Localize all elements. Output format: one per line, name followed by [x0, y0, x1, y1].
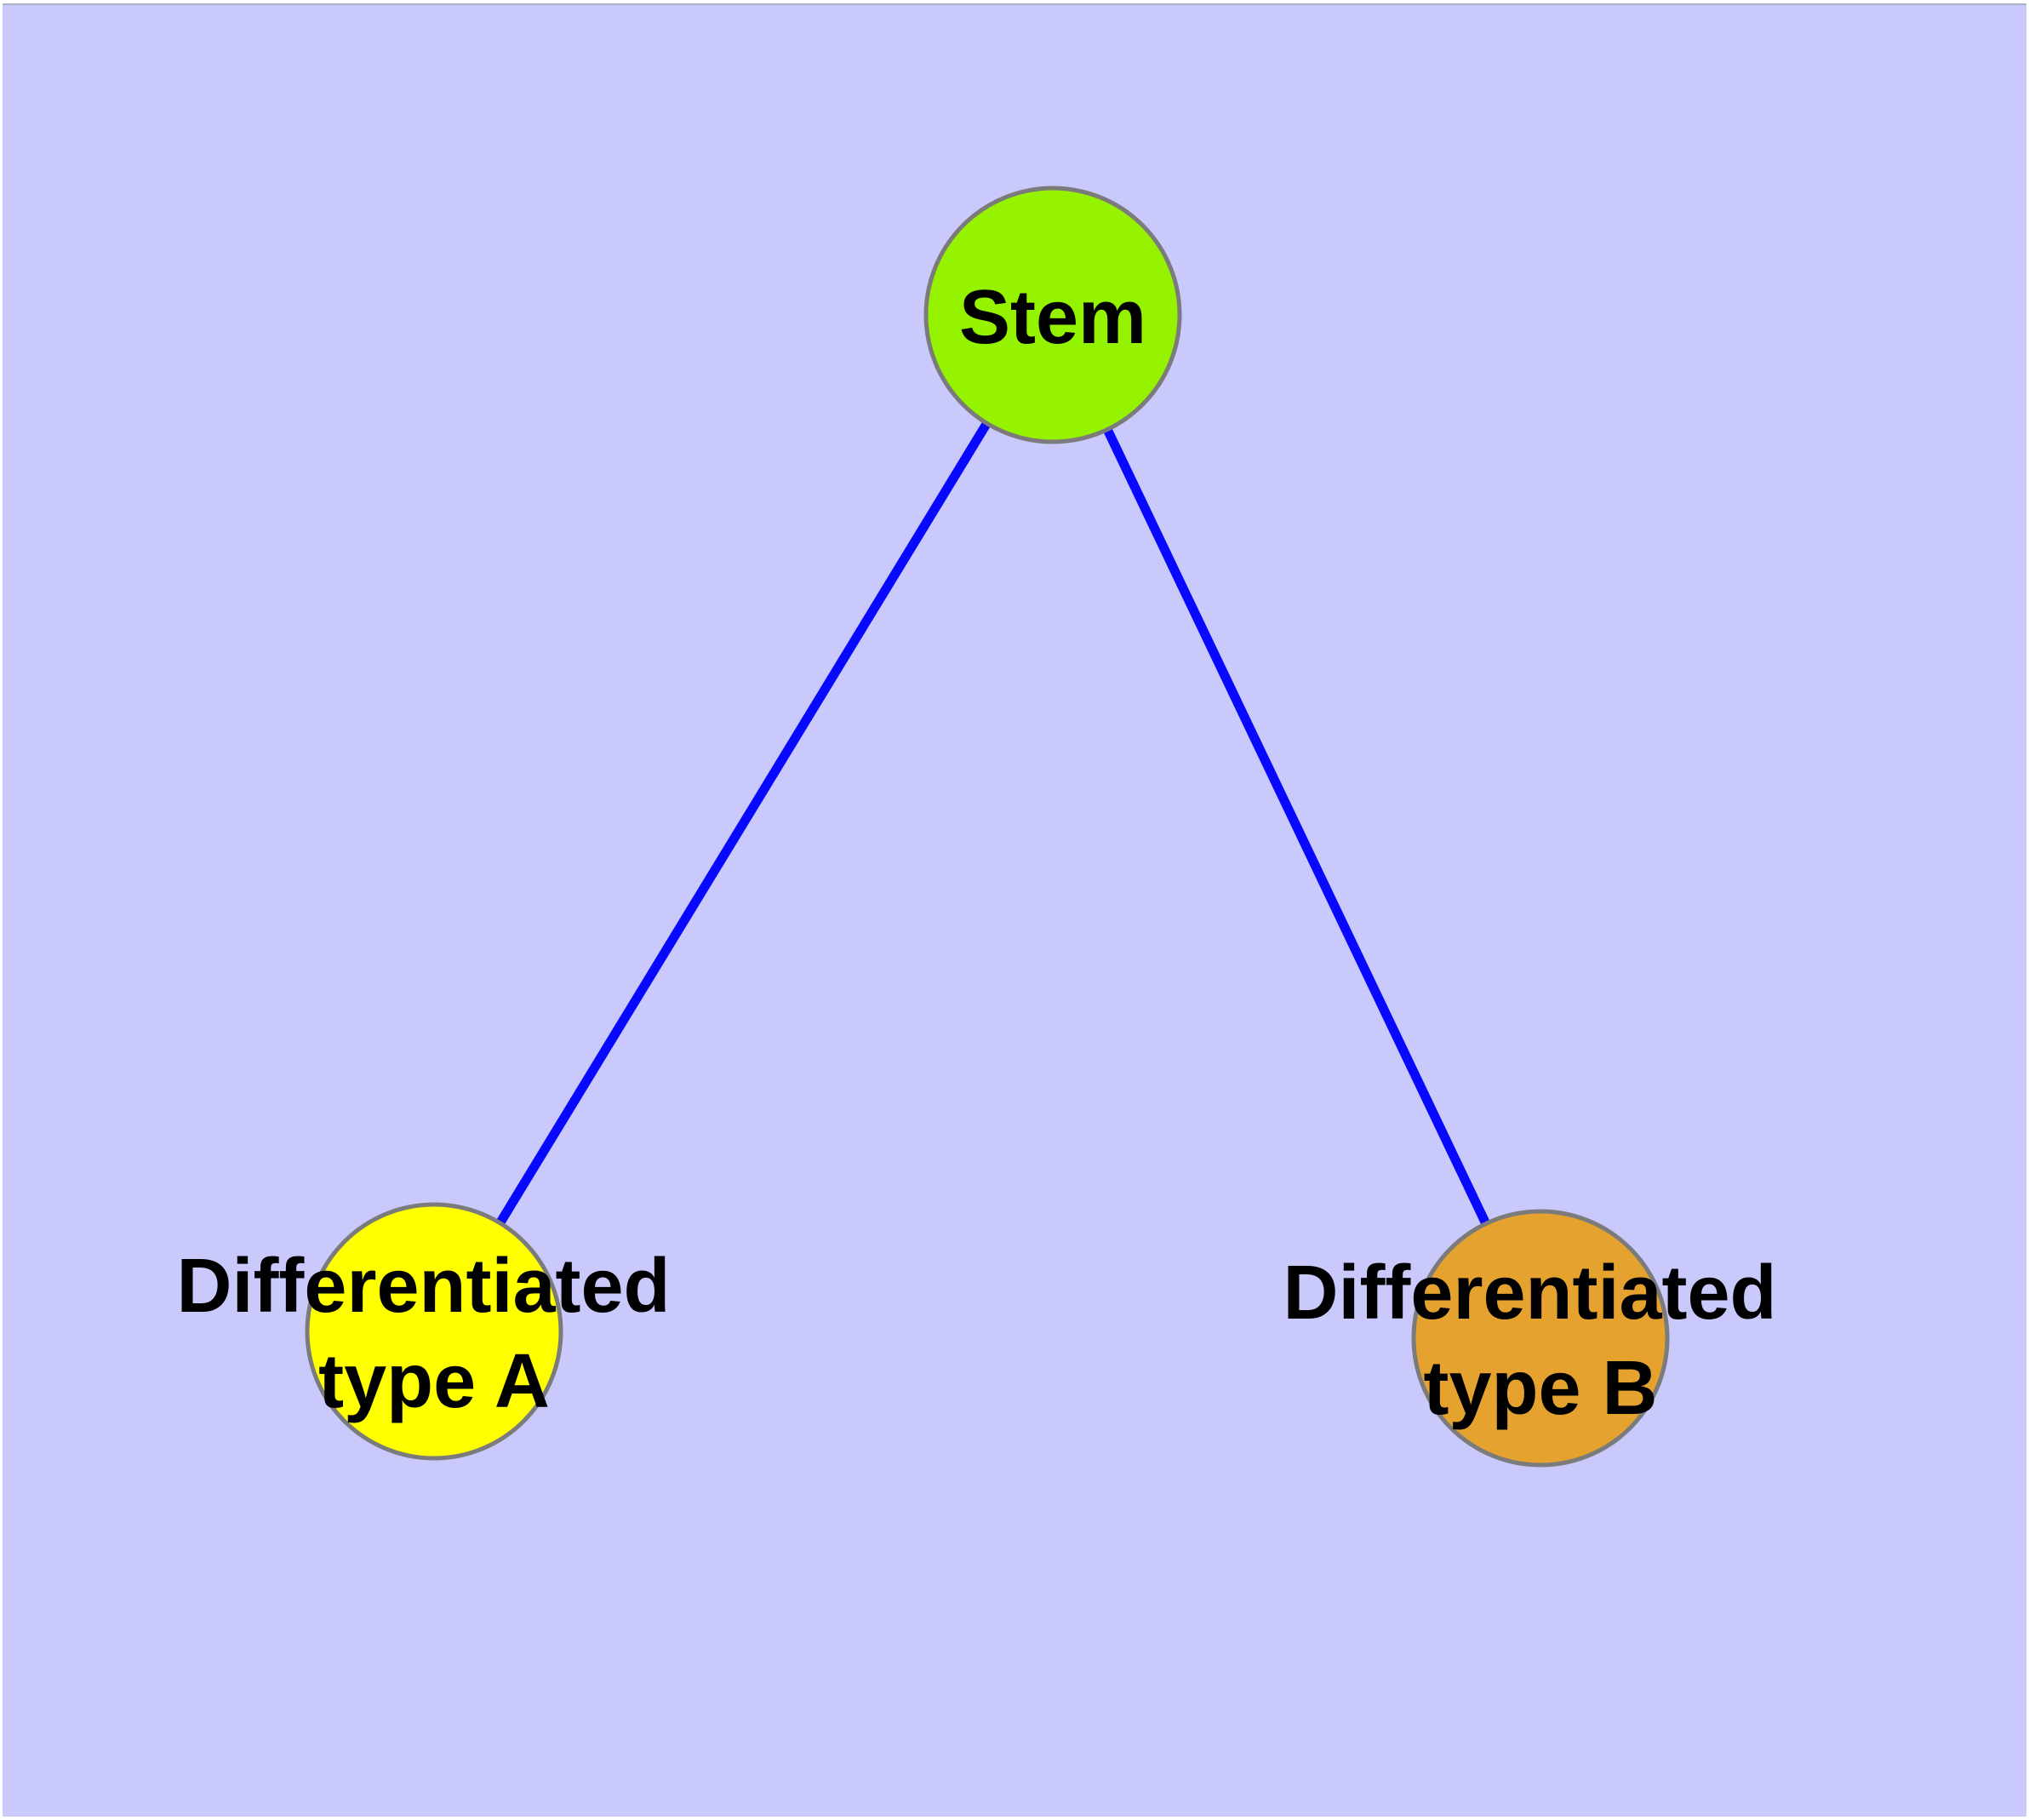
edge-stem-to-type-a	[429, 310, 1058, 1336]
node-type-b-label: Differentiated type B	[1283, 1251, 1798, 1431]
node-type-b-label-line2: type B	[1423, 1346, 1657, 1431]
node-type-a-label-line1: Differentiated	[176, 1244, 670, 1329]
node-type-b-label-line1: Differentiated	[1283, 1251, 1776, 1336]
edge-stem-to-type-b	[1048, 310, 1546, 1343]
node-type-a-label: Differentiated type A	[176, 1244, 691, 1424]
node-stem[interactable]	[923, 186, 1182, 444]
node-differentiated-type-b[interactable]	[1411, 1209, 1670, 1468]
node-stem-label: Stem	[959, 275, 1146, 360]
node-type-a-label-line2: type A	[318, 1339, 550, 1424]
node-differentiated-type-a[interactable]	[305, 1202, 563, 1461]
